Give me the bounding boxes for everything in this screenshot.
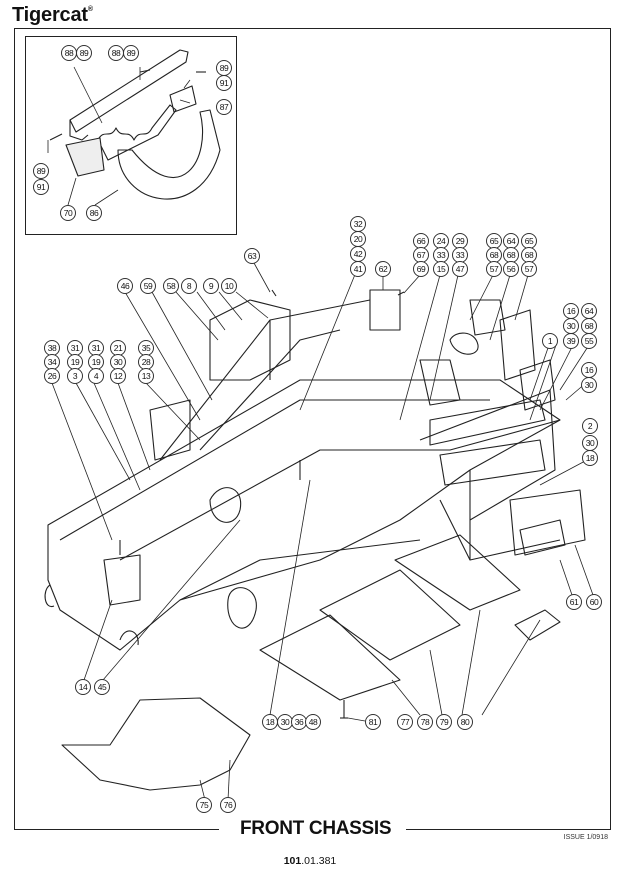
callout-70[interactable]: 70 — [60, 205, 76, 221]
callout-76[interactable]: 76 — [220, 797, 236, 813]
callout-75[interactable]: 75 — [196, 797, 212, 813]
callout-46[interactable]: 46 — [117, 278, 133, 294]
inset-detail-box — [25, 36, 237, 235]
callout-80[interactable]: 80 — [457, 714, 473, 730]
fasteners — [119, 289, 405, 719]
callout-77[interactable]: 77 — [397, 714, 413, 730]
callout-63[interactable]: 63 — [244, 248, 260, 264]
callout-55[interactable]: 55 — [581, 333, 597, 349]
issue-label: ISSUE 1/0918 — [563, 834, 608, 841]
callout-2[interactable]: 2 — [582, 418, 598, 434]
callout-10[interactable]: 10 — [221, 278, 237, 294]
callout-61[interactable]: 61 — [566, 594, 582, 610]
callout-87[interactable]: 87 — [216, 99, 232, 115]
callout-88[interactable]: 88 — [61, 45, 77, 61]
callout-57[interactable]: 57 — [521, 261, 537, 277]
callout-89[interactable]: 89 — [216, 60, 232, 76]
floor-plates — [61, 534, 561, 791]
callout-31[interactable]: 31 — [88, 340, 104, 356]
callout-64[interactable]: 64 — [581, 303, 597, 319]
callout-88[interactable]: 88 — [108, 45, 124, 61]
callout-13[interactable]: 13 — [138, 368, 154, 384]
callout-57[interactable]: 57 — [486, 261, 502, 277]
callout-1[interactable]: 1 — [542, 333, 558, 349]
callout-47[interactable]: 47 — [452, 261, 468, 277]
callout-68[interactable]: 68 — [521, 247, 537, 263]
callout-3[interactable]: 3 — [67, 368, 83, 384]
title-divider-right — [406, 829, 611, 830]
callout-60[interactable]: 60 — [586, 594, 602, 610]
callout-89[interactable]: 89 — [33, 163, 49, 179]
callout-30[interactable]: 30 — [581, 377, 597, 393]
callout-64[interactable]: 64 — [503, 233, 519, 249]
callout-89[interactable]: 89 — [123, 45, 139, 61]
callout-79[interactable]: 79 — [436, 714, 452, 730]
leader-lines — [47, 66, 594, 801]
callout-16[interactable]: 16 — [581, 362, 597, 378]
callout-41[interactable]: 41 — [350, 261, 366, 277]
callout-30[interactable]: 30 — [277, 714, 293, 730]
callout-86[interactable]: 86 — [86, 205, 102, 221]
callout-48[interactable]: 48 — [305, 714, 321, 730]
callout-62[interactable]: 62 — [375, 261, 391, 277]
callout-30[interactable]: 30 — [582, 435, 598, 451]
callout-32[interactable]: 32 — [350, 216, 366, 232]
page-number-rest: .01.381 — [301, 855, 337, 867]
callout-59[interactable]: 59 — [140, 278, 156, 294]
page-number: 101.01.381 — [0, 855, 620, 867]
diagram-title: FRONT CHASSIS — [240, 818, 392, 839]
callout-45[interactable]: 45 — [94, 679, 110, 695]
inset-step-assembly — [49, 49, 221, 200]
callout-12[interactable]: 12 — [110, 368, 126, 384]
callout-24[interactable]: 24 — [433, 233, 449, 249]
title-row: FRONT CHASSIS — [14, 818, 611, 840]
main-chassis-frame — [44, 289, 586, 651]
callout-91[interactable]: 91 — [216, 75, 232, 91]
callout-78[interactable]: 78 — [417, 714, 433, 730]
callout-9[interactable]: 9 — [203, 278, 219, 294]
callout-14[interactable]: 14 — [75, 679, 91, 695]
callout-58[interactable]: 58 — [163, 278, 179, 294]
callout-34[interactable]: 34 — [44, 354, 60, 370]
callout-65[interactable]: 65 — [486, 233, 502, 249]
callout-69[interactable]: 69 — [413, 261, 429, 277]
callout-4[interactable]: 4 — [88, 368, 104, 384]
callout-56[interactable]: 56 — [503, 261, 519, 277]
callout-81[interactable]: 81 — [365, 714, 381, 730]
title-divider-left — [14, 829, 219, 830]
callout-91[interactable]: 91 — [33, 179, 49, 195]
page-number-section: 101 — [283, 855, 302, 867]
callout-68[interactable]: 68 — [581, 318, 597, 334]
callout-66[interactable]: 66 — [413, 233, 429, 249]
callout-16[interactable]: 16 — [563, 303, 579, 319]
callout-8[interactable]: 8 — [181, 278, 197, 294]
callout-18[interactable]: 18 — [582, 450, 598, 466]
callout-19[interactable]: 19 — [67, 354, 83, 370]
callout-39[interactable]: 39 — [563, 333, 579, 349]
callout-26[interactable]: 26 — [44, 368, 60, 384]
registered-mark: ® — [87, 6, 93, 13]
callout-30[interactable]: 30 — [563, 318, 579, 334]
brand-name: Tigercat — [12, 4, 88, 26]
callout-42[interactable]: 42 — [350, 246, 366, 262]
callout-20[interactable]: 20 — [350, 231, 366, 247]
callout-15[interactable]: 15 — [433, 261, 449, 277]
callout-89[interactable]: 89 — [76, 45, 92, 61]
brand-logo: Tigercat® — [12, 4, 93, 27]
diagram-frame — [14, 28, 611, 829]
callout-18[interactable]: 18 — [262, 714, 278, 730]
callout-35[interactable]: 35 — [138, 340, 154, 356]
